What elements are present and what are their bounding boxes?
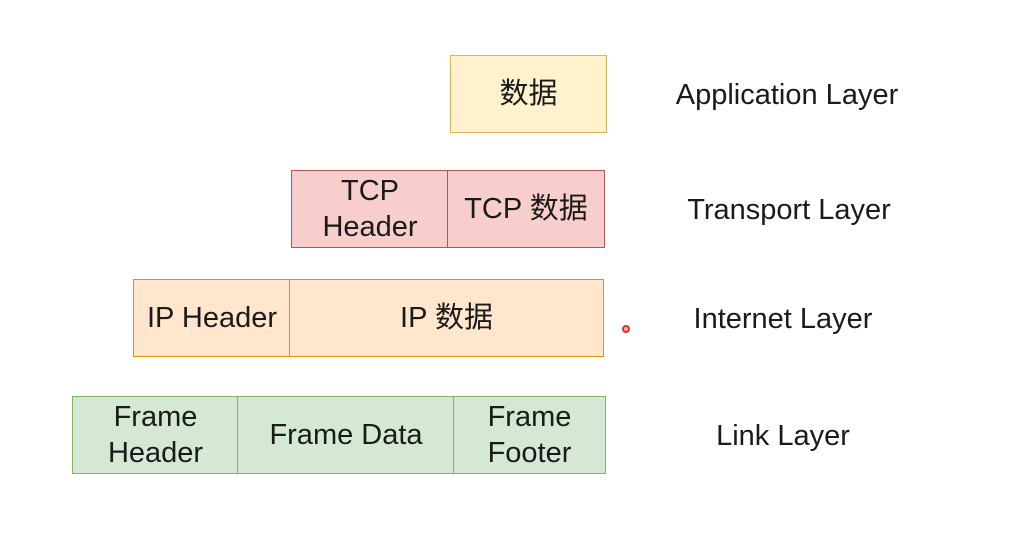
transport-layer-label: Transport Layer bbox=[687, 194, 891, 226]
tcp-header-box: TCP Header bbox=[291, 170, 449, 248]
tcp-data-box: TCP 数据 bbox=[447, 170, 605, 248]
frame-data-box: Frame Data bbox=[237, 396, 455, 474]
cursor-indicator bbox=[622, 325, 630, 333]
frame-header-box: Frame Header bbox=[72, 396, 239, 474]
link-layer-label: Link Layer bbox=[716, 420, 850, 452]
ip-header-box: IP Header bbox=[133, 279, 291, 357]
frame-footer-box: Frame Footer bbox=[453, 396, 606, 474]
internet-layer-label: Internet Layer bbox=[693, 303, 873, 335]
application-layer-label: Application Layer bbox=[675, 79, 899, 111]
ip-data-box: IP 数据 bbox=[289, 279, 604, 357]
application-data-box: 数据 bbox=[450, 55, 607, 133]
